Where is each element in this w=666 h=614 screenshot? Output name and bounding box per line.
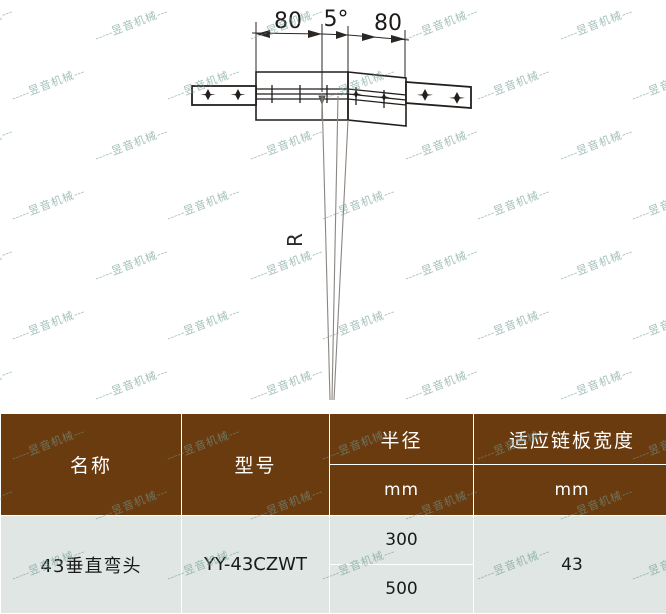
left-mounting-bracket	[192, 86, 256, 105]
dim-right-length: 80	[374, 11, 402, 36]
dim-left-length: 80	[274, 9, 302, 34]
radius-construction-lines	[322, 94, 348, 400]
header-name: 名称	[1, 414, 182, 516]
cell-radius-500: 500	[330, 565, 474, 614]
cell-chain-width: 43	[474, 516, 666, 614]
header-model: 型号	[182, 414, 330, 516]
cell-name: 43垂直弯头	[1, 516, 182, 614]
cell-model: YY-43CZWT	[182, 516, 330, 614]
specification-table: 名称 型号 半径 适应链板宽度 mm mm 43垂直弯头 YY-43CZWT 3…	[0, 413, 666, 614]
header-chain-width-unit: mm	[474, 465, 666, 516]
header-radius-unit: mm	[330, 465, 474, 516]
table-row: 43垂直弯头 YY-43CZWT 300 43	[1, 516, 666, 565]
radius-label: R	[283, 233, 307, 247]
right-mounting-bracket	[406, 82, 471, 108]
specification-table-container: 名称 型号 半径 适应链板宽度 mm mm 43垂直弯头 YY-43CZWT 3…	[0, 413, 666, 609]
table-header-row-1: 名称 型号 半径 适应链板宽度	[1, 414, 666, 465]
technical-drawing: 80 5° 80	[0, 0, 666, 413]
dim-angle: 5°	[324, 7, 349, 32]
cell-radius-300: 300	[330, 516, 474, 565]
header-radius: 半径	[330, 414, 474, 465]
drawing-canvas: 80 5° 80	[0, 0, 666, 413]
header-chain-width: 适应链板宽度	[474, 414, 666, 465]
